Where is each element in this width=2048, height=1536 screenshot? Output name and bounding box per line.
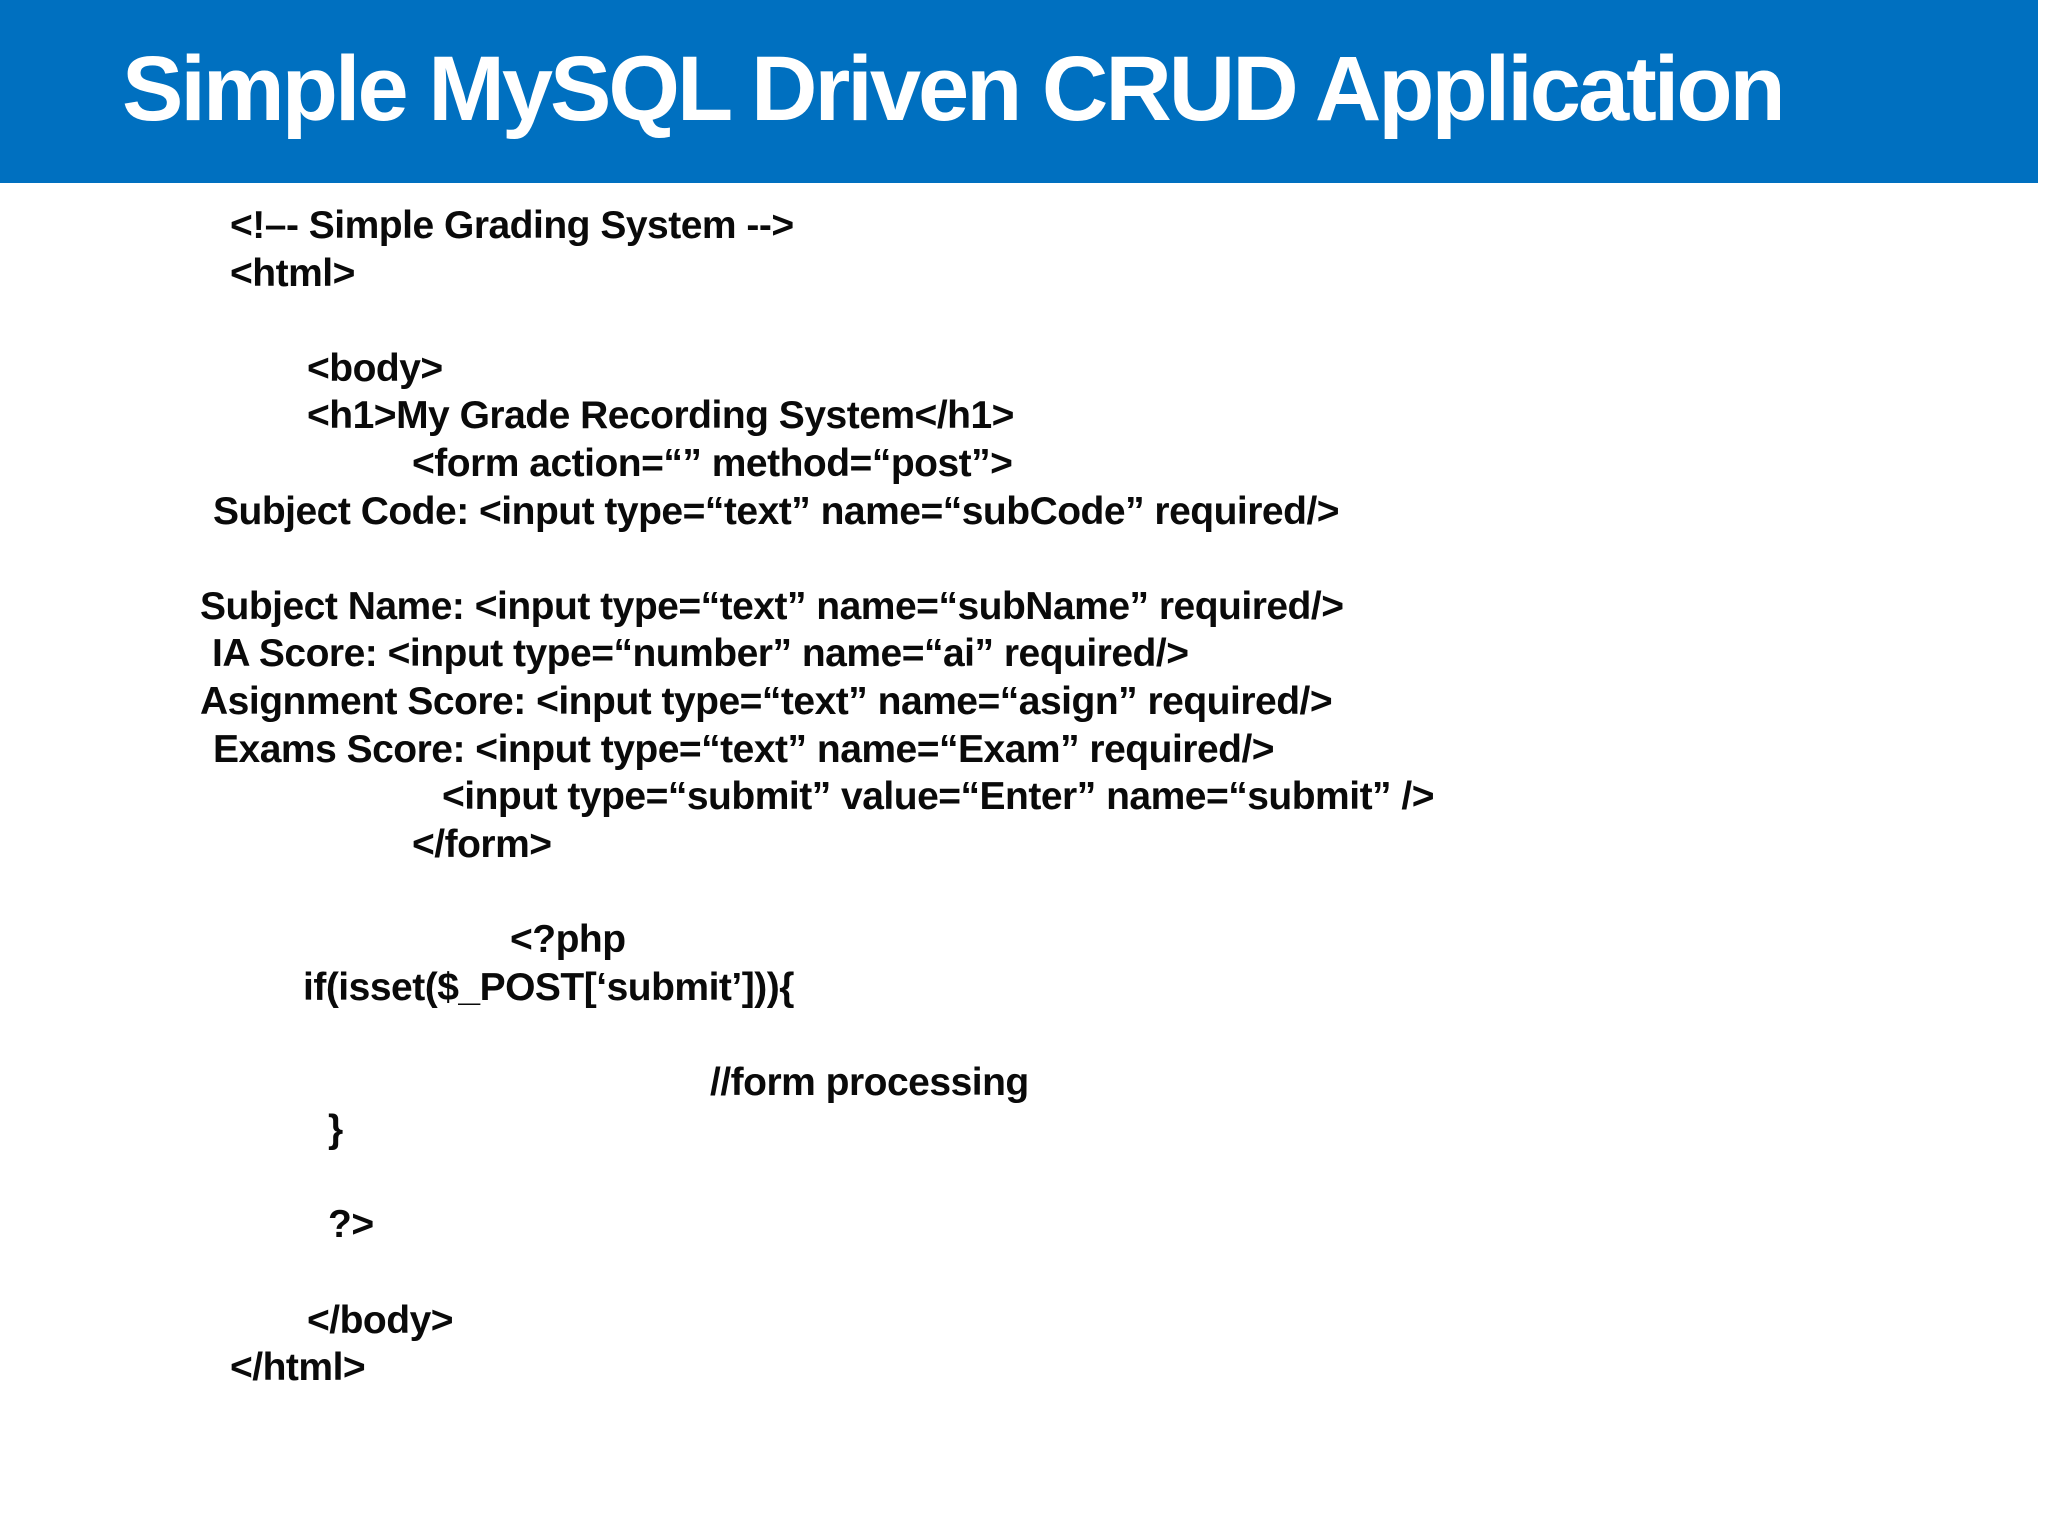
code-line — [0, 297, 2048, 345]
code-block: <!–- Simple Grading System --><html> <bod… — [0, 202, 2048, 1392]
code-line: </body> — [307, 1298, 454, 1342]
code-line: </form> — [412, 822, 552, 866]
code-line: <h1>My Grade Recording System</h1> — [307, 394, 1014, 438]
code-line: IA Score: <input type=“number” name=“ai”… — [212, 632, 1189, 676]
code-line: <html> — [230, 251, 355, 295]
code-line: Asignment Score: <input type=“text” name… — [200, 679, 1333, 723]
code-line: <input type=“submit” value=“Enter” name=… — [442, 775, 1435, 819]
code-line: //form processing — [710, 1060, 1029, 1104]
code-line: if(isset($_POST[‘submit’])){ — [303, 965, 794, 1009]
code-line: <!–- Simple Grading System --> — [230, 204, 794, 247]
slide-title: Simple MySQL Driven CRUD Application — [122, 37, 1786, 140]
code-line — [0, 868, 2048, 916]
code-line: Exams Score: <input type=“text” name=“Ex… — [213, 727, 1275, 771]
code-line: } — [328, 1108, 343, 1152]
code-line: </html> — [230, 1346, 366, 1390]
code-line: <form action=“” method=“post”> — [412, 441, 1013, 485]
code-line — [0, 1249, 2048, 1297]
code-line: <?php — [510, 917, 626, 961]
code-line: Subject Name: <input type=“text” name=“s… — [200, 584, 1344, 628]
code-line: <body> — [307, 346, 443, 390]
code-line: ?> — [328, 1203, 374, 1247]
code-line — [0, 1011, 2048, 1059]
code-line: Subject Code: <input type=“text” name=“s… — [213, 489, 1340, 533]
code-line — [0, 1154, 2048, 1202]
slide-title-bar: Simple MySQL Driven CRUD Application — [0, 0, 2038, 183]
code-line — [0, 535, 2048, 583]
